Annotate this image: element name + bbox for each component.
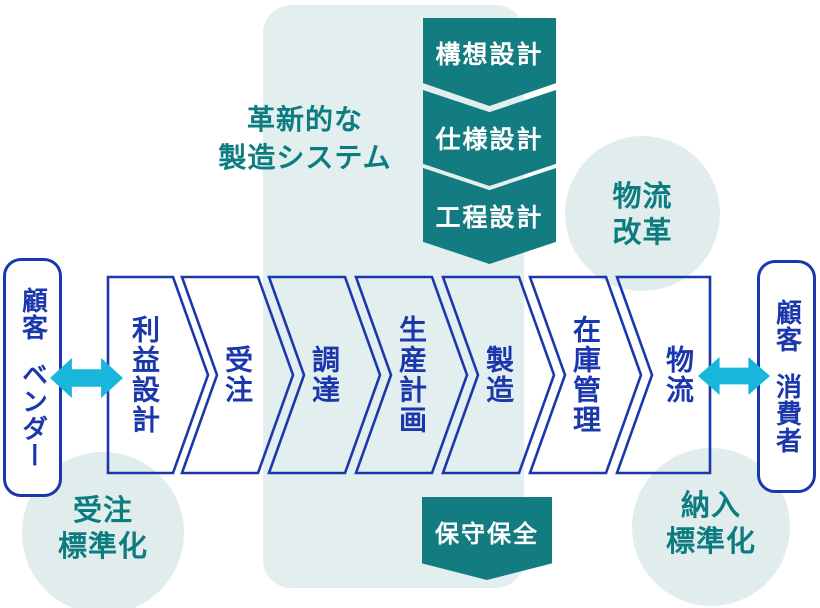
- flow-step-label: 調達: [308, 345, 341, 405]
- flow-step-order-intake: 受注: [215, 277, 259, 473]
- flow-step-manufacturing: 製造: [476, 277, 520, 473]
- flow-step-profit-design: 利益設計: [122, 277, 166, 473]
- order-standardization-line2: 標準化: [57, 529, 148, 563]
- maintenance-box: 保守保全: [422, 497, 552, 580]
- customer-vendor-line1: 顧客: [17, 286, 48, 341]
- maintenance-label: 保守保全: [435, 520, 539, 548]
- design-step-process: 工程設計: [423, 168, 556, 264]
- logistics-reform-label: 物流 改革: [612, 178, 672, 250]
- flow-step-label: 生産計画: [395, 315, 428, 435]
- customer-consumer-line1: 顧客: [771, 299, 802, 353]
- order-standardization-line1: 受注: [72, 493, 133, 527]
- flow-chevron-1: [106, 275, 210, 475]
- flow-step-label: 製造: [482, 345, 515, 405]
- delivery-standardization-line2: 標準化: [665, 524, 756, 558]
- flow-step-label: 受注: [221, 345, 254, 405]
- flow-chevron-2: [180, 275, 295, 475]
- logistics-reform-line1: 物流: [612, 178, 673, 213]
- design-step-label: 仕様設計: [435, 125, 544, 154]
- delivery-standardization-line1: 納入: [680, 488, 741, 522]
- customer-consumer-box: 顧客 消費者: [757, 260, 816, 493]
- flow-chevron-3: [267, 275, 382, 475]
- flow-chevron-5: [441, 275, 556, 475]
- design-step-label: 構想設計: [435, 40, 544, 69]
- flow-step-logistics: 物流: [656, 277, 700, 473]
- design-step-specification: 仕様設計: [423, 90, 556, 186]
- logistics-reform-bubble: 物流 改革: [565, 136, 720, 291]
- flow-step-label: 在庫管理: [569, 315, 602, 435]
- design-step-label: 工程設計: [435, 203, 544, 232]
- flow-chevron-7: [615, 275, 712, 475]
- flow-chevron-4: [354, 275, 469, 475]
- flow-step-label: 物流: [662, 345, 695, 405]
- delivery-standardization-label: 納入 標準化: [666, 487, 756, 559]
- innovation-heading: 革新的な 製造システム: [190, 101, 420, 177]
- innovation-heading-line2: 製造システム: [218, 141, 392, 174]
- innovation-heading-line1: 革新的な: [246, 103, 363, 136]
- flow-step-label: 利益設計: [128, 315, 161, 435]
- flow-step-inventory-management: 在庫管理: [563, 277, 607, 473]
- flow-step-procurement: 調達: [302, 277, 346, 473]
- flow-step-production-planning: 生産計画: [389, 277, 433, 473]
- order-standardization-label: 受注 標準化: [58, 492, 148, 564]
- flow-chevron-6: [528, 275, 643, 475]
- customer-consumer-line2: 消費者: [771, 373, 802, 454]
- customer-vendor-line2: ベンダー: [17, 360, 48, 469]
- logistics-reform-line2: 改革: [612, 214, 673, 249]
